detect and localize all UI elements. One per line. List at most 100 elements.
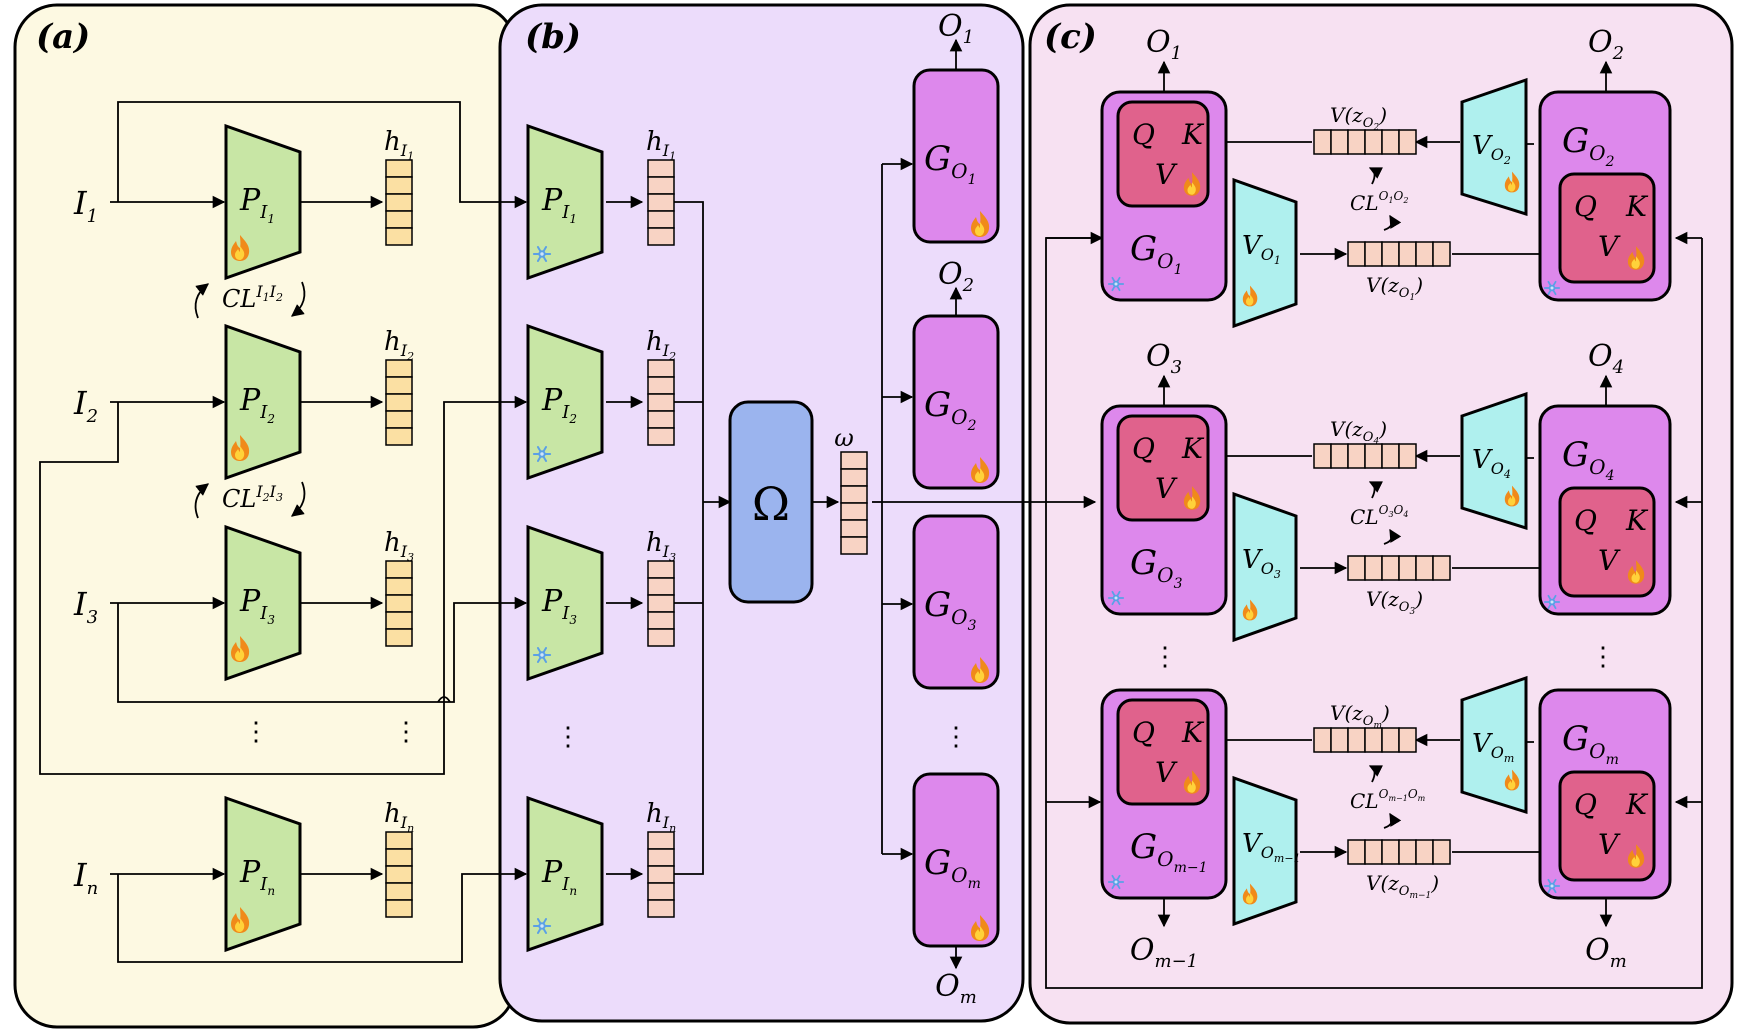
embedding-cell xyxy=(385,865,413,884)
latent-cell xyxy=(1381,241,1400,267)
vae-label: VO2 xyxy=(1472,131,1511,167)
latent-cell xyxy=(1330,443,1349,469)
attention-v: V xyxy=(1155,158,1178,191)
embedding-vector xyxy=(647,560,675,647)
latent-cell xyxy=(1347,555,1366,581)
ellipsis-generators: ⋮ xyxy=(943,722,969,752)
latent-cell xyxy=(1415,555,1434,581)
vae-label: VO1 xyxy=(1242,231,1281,267)
latent-cell xyxy=(1364,727,1383,753)
latent-label-bottom: V(zOm−1) xyxy=(1366,871,1439,901)
latent-cell xyxy=(1364,839,1383,865)
latent-cell xyxy=(1347,443,1366,469)
vae-encoder-left xyxy=(1232,177,1298,329)
latent-cell xyxy=(1398,129,1417,155)
generator xyxy=(912,68,1000,244)
latent-label-top: V(zO4) xyxy=(1330,417,1387,447)
omega-label: Ω xyxy=(752,477,790,531)
ellipsis-right-generators: ⋮ xyxy=(1590,642,1616,672)
generator-label: GO4 xyxy=(1562,435,1615,484)
attention-q: Q xyxy=(1132,432,1155,465)
ellipsis-projectors: ⋮ xyxy=(243,717,269,747)
panel-c-label: (c) xyxy=(1044,17,1097,57)
frozen-projector xyxy=(526,524,604,682)
embedding-cell xyxy=(385,210,413,229)
embedding-cell xyxy=(385,628,413,647)
embedding-cell xyxy=(840,502,868,521)
attention-q: Q xyxy=(1574,504,1597,537)
embedding-vector xyxy=(647,359,675,446)
projector-label: PI3 xyxy=(541,584,577,627)
embedding-cell xyxy=(647,848,675,867)
attention-q: Q xyxy=(1132,118,1155,151)
vae-label: VO3 xyxy=(1242,545,1281,581)
embedding-label: hI3 xyxy=(384,528,414,564)
latent-vector-bottom xyxy=(1347,241,1451,267)
attention-v: V xyxy=(1598,544,1621,577)
omega-output-label: ω xyxy=(834,424,854,452)
latent-cell xyxy=(1313,443,1332,469)
embedding-vector xyxy=(385,159,413,246)
attention-q: Q xyxy=(1574,190,1597,223)
embedding-label: hIn xyxy=(384,799,414,835)
latent-cell xyxy=(1347,241,1366,267)
embedding-cell xyxy=(385,594,413,613)
embedding-cell xyxy=(385,899,413,918)
generator xyxy=(912,314,1000,490)
latent-cell xyxy=(1347,129,1366,155)
omega-fusion-module xyxy=(728,400,814,604)
contrastive-loss-i1-i2: CLI1I2 xyxy=(222,282,283,313)
embedding-cell xyxy=(647,393,675,412)
latent-cell xyxy=(1415,839,1434,865)
embedding-cell xyxy=(647,899,675,918)
generator xyxy=(912,514,1000,690)
latent-cell xyxy=(1432,839,1451,865)
embedding-cell xyxy=(840,519,868,538)
trainable-projector xyxy=(224,524,302,682)
generator xyxy=(912,772,1000,948)
latent-cell xyxy=(1364,241,1383,267)
attention-k: K xyxy=(1625,788,1649,821)
generator-label: GO2 xyxy=(1562,121,1615,170)
embedding-cell xyxy=(647,628,675,647)
embedding-cell xyxy=(840,536,868,555)
contrastive-loss-i2-i3: CLI2I3 xyxy=(222,482,283,513)
latent-cell xyxy=(1313,129,1332,155)
attention-q: Q xyxy=(1132,716,1155,749)
embedding-cell xyxy=(840,468,868,487)
projector-label: PIn xyxy=(239,855,275,898)
generator-label: GOm xyxy=(1562,719,1619,768)
latent-cell xyxy=(1381,727,1400,753)
omega-output-vector xyxy=(840,451,868,555)
latent-cell xyxy=(1381,443,1400,469)
output-o1-label: O1 xyxy=(938,9,974,48)
generator-label: GOm−1 xyxy=(1130,827,1208,876)
attention-v: V xyxy=(1155,756,1178,789)
latent-label-bottom: V(zO1) xyxy=(1366,273,1423,303)
embedding-label: hI2 xyxy=(384,327,414,363)
ellipsis-left-generators: ⋮ xyxy=(1152,642,1178,672)
embedding-cell xyxy=(647,193,675,212)
latent-cell xyxy=(1330,727,1349,753)
latent-label-top: V(zO2) xyxy=(1330,103,1387,133)
latent-cell xyxy=(1398,443,1417,469)
embedding-label: hI2 xyxy=(646,327,676,363)
ellipsis-frozen-projectors: ⋮ xyxy=(555,722,581,752)
embedding-cell xyxy=(385,611,413,630)
latent-cell xyxy=(1415,241,1434,267)
embedding-cell xyxy=(385,427,413,446)
output-label-left: O1 xyxy=(1146,25,1182,64)
vae-label: VOm−1 xyxy=(1242,829,1301,865)
input-label: In xyxy=(73,856,98,899)
attention-q: Q xyxy=(1574,788,1597,821)
projector-label: PI3 xyxy=(239,584,275,627)
latent-label-bottom: V(zO3) xyxy=(1366,587,1423,617)
latent-cell xyxy=(1398,555,1417,581)
projector-label: PI2 xyxy=(541,383,577,426)
output-label-right: Om xyxy=(1585,933,1627,972)
embedding-vector xyxy=(385,831,413,918)
output-label-right: O4 xyxy=(1588,339,1624,378)
input-label: I1 xyxy=(73,184,98,227)
embedding-cell xyxy=(385,227,413,246)
